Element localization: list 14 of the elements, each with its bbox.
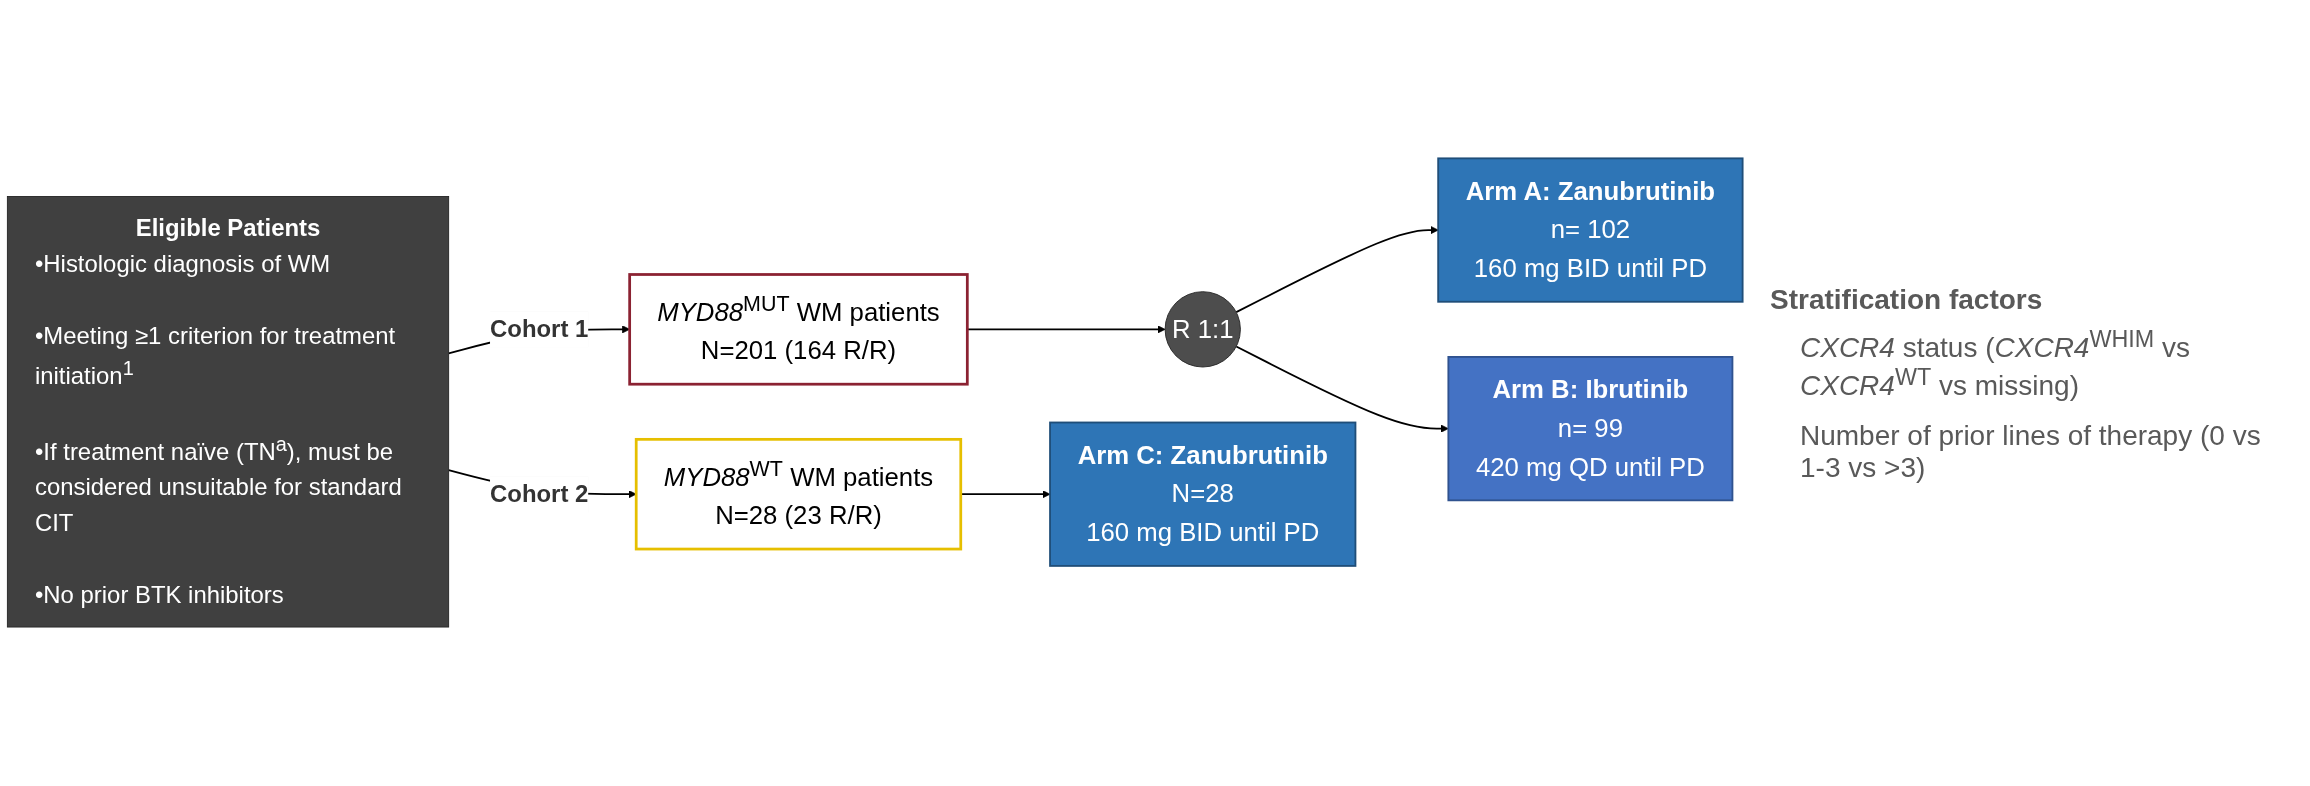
bullet-note: CXCR4 status (CXCR4$^{WHIM}$ vs CXCR4$^{WT}$ vs missing) (1800, 332, 2190, 402)
node-circle: R 1:1 (1164, 291, 1241, 368)
node-box: Arm C: Zanubrutinib N=28 160 mg BID until PD (1049, 421, 1357, 568)
arrow (1235, 345, 1449, 433)
stratification-heading: Stratification factors (1770, 283, 2043, 316)
arrow (1235, 226, 1439, 314)
edge-label: Cohort 2 (490, 480, 589, 508)
bullet-note: Number of prior lines of therapy (0 vs 1-3 vs >3) (1800, 420, 2261, 484)
node-box: Arm B: Ibrutinib n= 99 420 mg QD until PD (1447, 356, 1734, 502)
node-box: MYD88$^{MUT}$ WM patients N=201 (164 R/R) (628, 273, 969, 386)
node-box: Arm A: Zanubrutinib n= 102 160 mg BID until PD (1437, 157, 1744, 303)
edge-label: Cohort 1 (490, 315, 589, 343)
node-box: MYD88$^{WT}$ WM patients N=28 (23 R/R) (634, 438, 963, 551)
node-box: Eligible Patients •Histologic diagnosis of WM •Meeting ≥1 criterion for treatment initiation$^{1}$ •If treatment naïve (TN$^{a}$), must be considered unsuitable for standard CIT •No prior BTK inhibitors (6, 196, 450, 628)
